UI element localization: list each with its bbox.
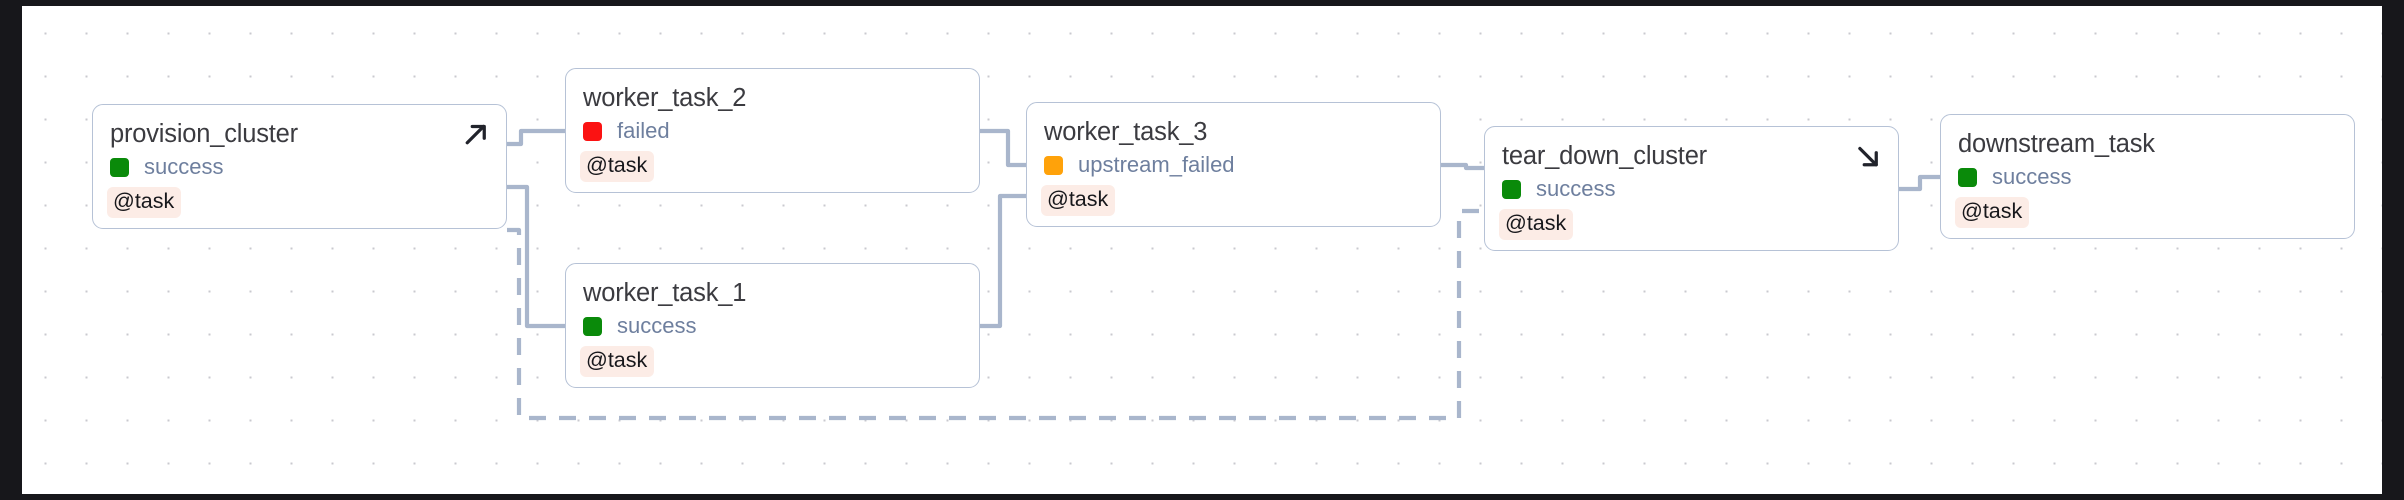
status-swatch-success <box>110 157 129 177</box>
node-title: tear_down_cluster <box>1502 142 1707 170</box>
node-badge-task: @task <box>1499 209 1574 240</box>
status-label: success <box>1992 164 2072 189</box>
node-status-row: failed <box>583 118 670 143</box>
node-status-row: success <box>583 313 697 338</box>
node-status-row: success <box>110 154 224 179</box>
node-badge-task: @task <box>580 151 655 182</box>
status-swatch-failed <box>583 121 602 141</box>
node-provision_cluster[interactable]: provision_cluster success @task <box>92 104 507 229</box>
edge-layer <box>507 128 1940 421</box>
edge-worker_task_3-tear_down_cluster <box>1441 162 1484 171</box>
node-worker_task_3[interactable]: worker_task_3 upstream_failed @task <box>1026 102 1441 227</box>
edge-provision_cluster-worker_task_1 <box>507 184 565 329</box>
status-label: success <box>617 313 697 338</box>
node-badge-task: @task <box>580 346 655 377</box>
edge-worker_task_1-worker_task_3 <box>980 193 1026 329</box>
node-worker_task_1[interactable]: worker_task_1 success @task <box>565 263 980 388</box>
status-swatch-success <box>1502 179 1521 199</box>
node-status-row: success <box>1502 176 1616 201</box>
node-status-row: upstream_failed <box>1044 152 1235 177</box>
status-swatch-success <box>583 316 602 336</box>
node-title: downstream_task <box>1958 130 2155 158</box>
status-label: failed <box>617 118 670 143</box>
node-badge-task: @task <box>107 187 182 218</box>
status-label: success <box>1536 176 1616 201</box>
edge-worker_task_2-worker_task_3 <box>980 128 1026 168</box>
status-label: upstream_failed <box>1078 152 1235 177</box>
node-badge-task: @task <box>1955 197 2030 228</box>
arrow-up-right-icon[interactable] <box>461 119 491 149</box>
node-tear_down_cluster[interactable]: tear_down_cluster success @task <box>1484 126 1899 251</box>
node-title: worker_task_2 <box>583 84 747 112</box>
node-status-row: success <box>1958 164 2072 189</box>
node-badge-task: @task <box>1041 185 1116 216</box>
node-title: worker_task_1 <box>583 279 747 307</box>
arrow-down-right-icon[interactable] <box>1853 141 1883 171</box>
edge-tear_down_cluster-downstream_task <box>1899 174 1940 192</box>
status-label: success <box>144 154 224 179</box>
node-downstream_task[interactable]: downstream_task success @task <box>1940 114 2355 239</box>
dag-graph-canvas[interactable]: provision_cluster success @task worker_t… <box>22 6 2382 494</box>
node-title: provision_cluster <box>110 120 298 148</box>
edge-provision_cluster-worker_task_2 <box>507 128 565 147</box>
status-swatch-upstream-failed <box>1044 155 1063 175</box>
node-worker_task_2[interactable]: worker_task_2 failed @task <box>565 68 980 193</box>
status-swatch-success <box>1958 167 1977 187</box>
node-title: worker_task_3 <box>1044 118 1208 146</box>
